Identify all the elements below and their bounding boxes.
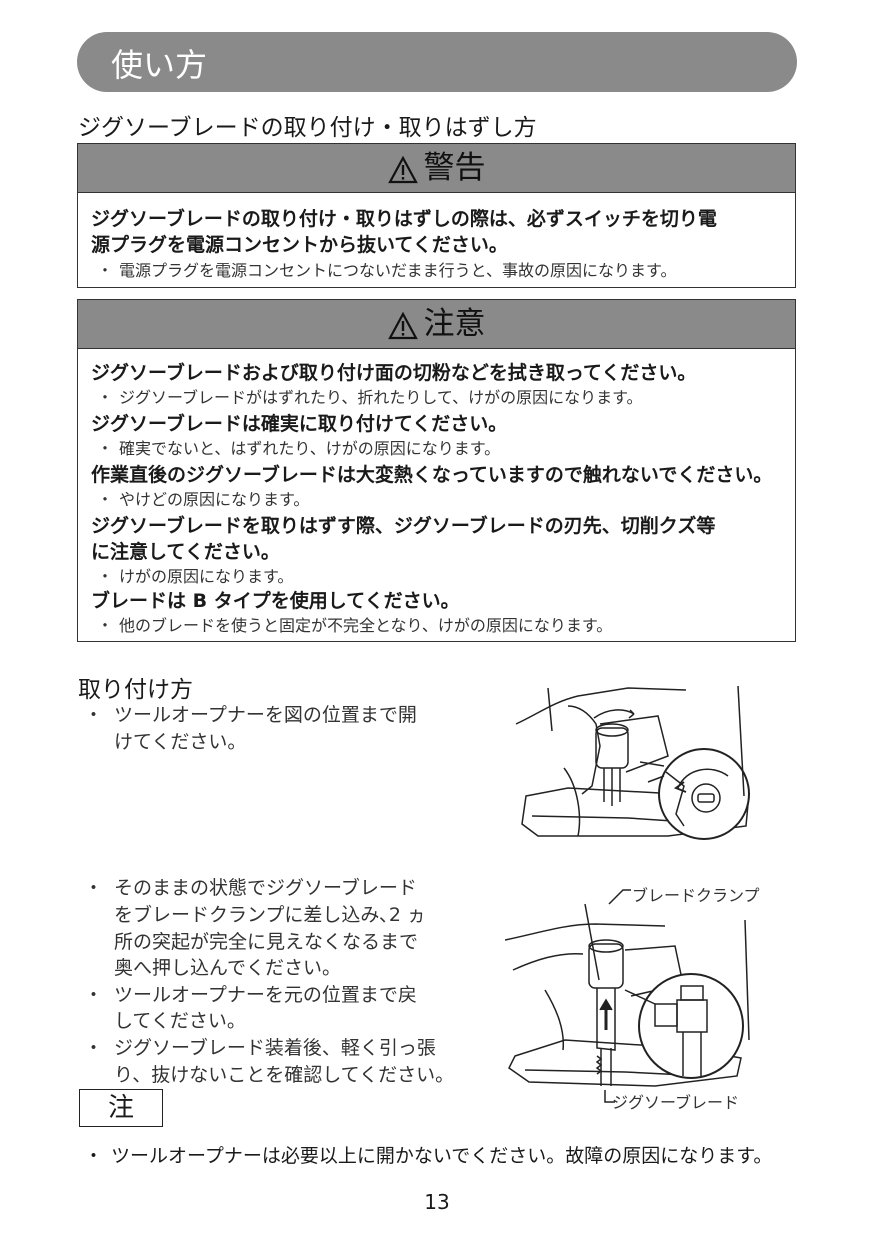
warning-triangle-icon (387, 155, 418, 183)
install-step-1: ・ ツールオープナーを図の位置まで開 けてください。 (84, 700, 484, 760)
bullet-dot: ・ (96, 490, 113, 509)
caution-bullet-text: やけどの原因になります。 (119, 490, 310, 509)
bullet-dot: ・ (84, 1145, 104, 1167)
caution-bullet-text: けがの原因になります。 (119, 567, 294, 586)
install-heading: 取り付け方 (78, 677, 193, 703)
note-label-box: 注 (79, 1089, 163, 1127)
bullet-dot: ・ (84, 877, 104, 899)
install-steps-2-4: ・ そのままの状態でジグソーブレード をブレードクランプに差し込み､2 ヵ 所の… (84, 873, 484, 1093)
warning-title: 警告 (423, 150, 486, 186)
step-line: り、抜けないことを確認してください。 (114, 1064, 455, 1086)
tool-opener-illustration (515, 685, 750, 840)
section-header: 使い方 (77, 32, 797, 92)
step-line: ツールオープナーを元の位置まで戻 (114, 984, 417, 1006)
caution-bullet-text: 他のブレードを使うと固定が不完全となり、けがの原因になります。 (119, 616, 613, 635)
warning-triangle-icon (387, 311, 418, 339)
caution-item-main-cont: に注意してください。 (91, 541, 280, 563)
caution-item-bullet: ・確実でないと、はずれたり、けがの原因になります。 (91, 435, 500, 459)
caution-bullet-text: ジグソーブレードがはずれたり、折れたりして、けがの原因になります。 (119, 388, 643, 407)
warning-bullet-text: 電源プラグを電源コンセントにつないだまま行うと、事故の原因になります。 (119, 261, 677, 280)
step-line: ツールオープナーを図の位置まで開 (114, 704, 417, 726)
bullet-dot: ・ (84, 704, 104, 726)
bullet-dot: ・ (96, 261, 113, 280)
step-line: そのままの状態でジグソーブレード (114, 877, 417, 899)
jigsaw-blade-label: ジグソーブレード (612, 1093, 740, 1112)
caution-item-bullet: ・やけどの原因になります。 (91, 486, 309, 510)
page-number: 13 (424, 1190, 450, 1214)
caution-item-main: ジグソーブレードは確実に取り付けてください。 (91, 413, 508, 435)
step-line: 奥へ押し込んでください。 (114, 957, 342, 979)
warning-box: 警告 ジグソーブレードの取り付け・取りはずしの際は、必ずスイッチを切り電 源プラ… (77, 143, 796, 288)
step-line: けてください。 (114, 731, 247, 753)
caution-item-bullet: ・ジグソーブレードがはずれたり、折れたりして、けがの原因になります。 (91, 384, 643, 408)
note-text-row: ・ツールオープナーは必要以上に開かないでください。故障の原因になります。 (84, 1141, 772, 1168)
caution-item-bullet: ・他のブレードを使うと固定が不完全となり、けがの原因になります。 (91, 612, 612, 636)
warning-bullet: ・電源プラグを電源コンセントにつないだまま行うと、事故の原因になります。 (91, 257, 676, 281)
caution-item-bullet: ・けがの原因になります。 (91, 563, 293, 587)
warning-main-line1: ジグソーブレードの取り付け・取りはずしの際は、必ずスイッチを切り電 (91, 208, 717, 230)
caution-item-main: ジグソーブレードを取りはずす際、ジグソーブレードの刃先、切削クズ等 (91, 515, 716, 537)
note-text: ツールオープナーは必要以上に開かないでください。故障の原因になります。 (111, 1145, 773, 1167)
warning-main-line2: 源プラグを電源コンセントから抜いてください。 (91, 234, 508, 256)
page-subtitle: ジグソーブレードの取り付け・取りはずし方 (78, 115, 537, 141)
note-label: 注 (107, 1093, 134, 1123)
caution-box: 注意 ジグソーブレードおよび取り付け面の切粉などを拭き取ってください。 ・ジグソ… (77, 299, 796, 642)
bullet-dot: ・ (84, 1037, 104, 1059)
warning-header: 警告 (78, 144, 795, 193)
caution-item-main: ジグソーブレードおよび取り付け面の切粉などを拭き取ってください。 (91, 362, 697, 384)
bullet-dot: ・ (96, 388, 113, 407)
step-line: してください。 (114, 1010, 246, 1032)
caution-header: 注意 (78, 300, 795, 349)
section-title: 使い方 (111, 46, 208, 84)
blade-clamp-label: ブレードクランプ (632, 886, 760, 905)
step-line: をブレードクランプに差し込み､2 ヵ (114, 904, 427, 926)
step-line: ジグソーブレード装着後、軽く引っ張 (114, 1037, 436, 1059)
caution-title: 注意 (423, 306, 486, 342)
bullet-dot: ・ (84, 984, 104, 1006)
blade-clamp-illustration (505, 889, 750, 1103)
caution-item-main: ブレードは B タイプを使用してください。 (91, 590, 460, 612)
bullet-dot: ・ (96, 616, 113, 635)
caution-bullet-text: 確実でないと、はずれたり、けがの原因になります。 (119, 439, 501, 458)
step-line: 所の突起が完全に見えなくなるまで (114, 931, 419, 953)
caution-item-main: 作業直後のジグソーブレードは大変熱くなっていますので触れないでください。 (91, 464, 773, 486)
bullet-dot: ・ (96, 439, 113, 458)
bullet-dot: ・ (96, 567, 113, 586)
